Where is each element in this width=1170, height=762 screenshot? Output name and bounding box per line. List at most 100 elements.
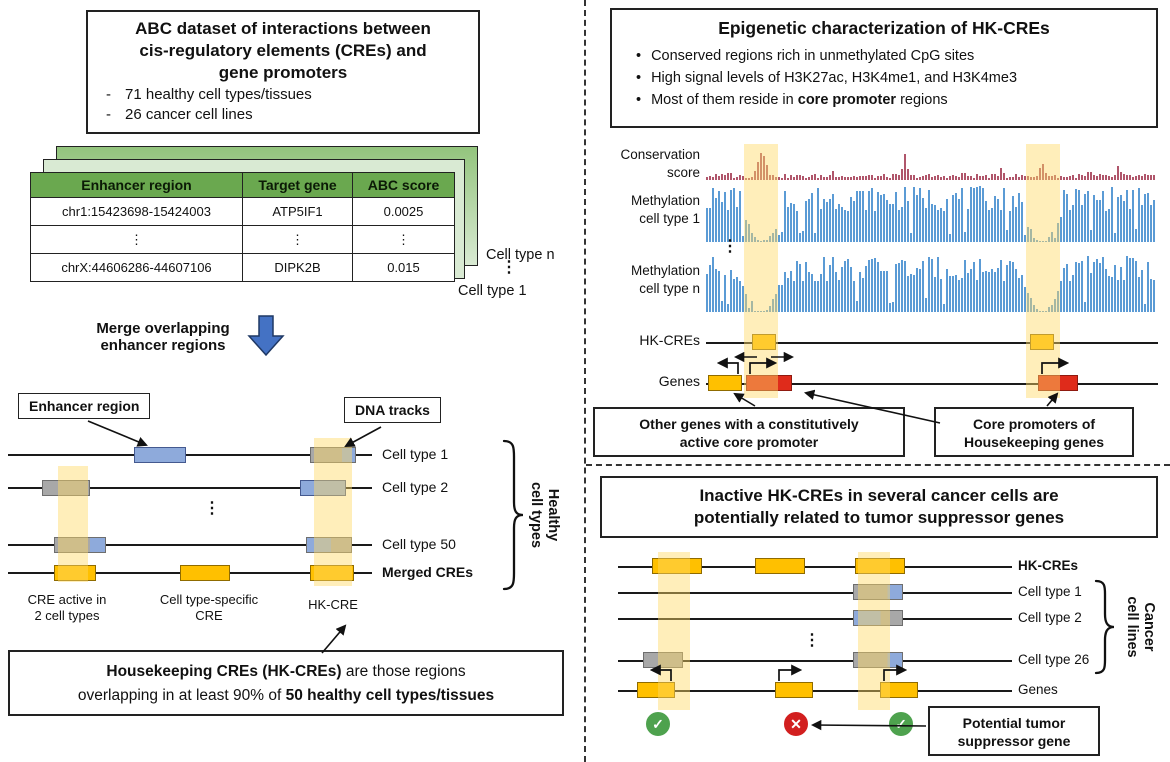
stack-dots: ⋮	[501, 259, 518, 276]
hk-cre-box	[1030, 334, 1054, 350]
methylation-track-n	[706, 256, 1158, 312]
abc-dataset-title: ABC dataset of interactions between cis-…	[88, 18, 478, 83]
row-label-cell-type-50: Cell type 50	[382, 536, 456, 552]
hk-cre-box	[855, 558, 905, 574]
bullet-item: •Conserved regions rich in unmethylated …	[636, 48, 975, 65]
hk-cres-line	[706, 342, 1158, 344]
cancer-cre-box	[853, 584, 903, 600]
hk-cre-box	[755, 558, 805, 574]
table-row: chrX:44606286-44607106 DIPK2B 0.015	[30, 253, 455, 282]
title-line: gene promoters	[218, 62, 348, 82]
dna-tracks-label-box: DNA tracks	[344, 397, 441, 423]
cancer-cre-box	[853, 652, 903, 668]
hk-cre-box	[752, 334, 776, 350]
genes-line	[706, 383, 1158, 385]
conservation-track	[706, 150, 1158, 180]
cell-type-26-line	[618, 660, 1012, 662]
cancer-band-2	[858, 552, 890, 710]
title-line: ABC dataset of interactions between	[135, 19, 431, 38]
merged-cre-box	[54, 565, 96, 581]
hk-cres-line	[618, 566, 1012, 568]
overlap-band-left	[58, 466, 88, 582]
track-line-cell-type-50	[8, 544, 372, 546]
check-icon: ✓	[887, 710, 915, 738]
hk-cre-band-2	[1026, 144, 1060, 398]
cell-type-1-line	[618, 592, 1012, 594]
bullet-item: •Most of them reside in core promoter re…	[636, 92, 948, 109]
cancer-band-1	[658, 552, 690, 710]
gene-box	[775, 682, 813, 698]
other-genes-callout-box: Other genes with a constitutively active…	[593, 407, 905, 457]
caption-hk-cre: HK-CRE	[308, 597, 358, 612]
dna-track-box	[42, 480, 90, 496]
methylation-ellipsis: ⋮	[722, 238, 739, 255]
row-label-cell-type-26: Cell type 26	[1018, 652, 1090, 667]
stack-label-cell-type-1: Cell type 1	[458, 283, 527, 299]
merged-cre-box	[180, 565, 230, 581]
cancer-cre-box	[643, 652, 683, 668]
table-row-ellipsis: ⋮ ⋮ ⋮	[30, 225, 455, 254]
hk-cre-arrow	[321, 624, 347, 654]
dna-track-box	[54, 537, 106, 553]
enhancer-box	[306, 537, 352, 553]
dataset-item-healthy: -71 healthy cell types/tissues	[106, 86, 312, 104]
genes-track-label: Genes	[658, 373, 700, 389]
title-line: cis-regulatory elements (CREs) and	[139, 40, 427, 60]
hk-cre-box	[652, 558, 702, 574]
hk-gene-promoter-box	[746, 375, 792, 391]
row-label-cell-type-2: Cell type 2	[382, 479, 449, 495]
enhancer-box	[134, 447, 186, 463]
abc-table: Enhancer region Target gene ABC score ch…	[30, 172, 455, 282]
dna-track-box	[310, 447, 356, 463]
methylation-track-1	[706, 186, 1158, 242]
cancer-cell-lines-bracket	[1094, 579, 1115, 675]
stack-label-cell-type-n: Cell type n	[486, 247, 555, 263]
check-icon: ✓	[644, 710, 672, 738]
overlap-band-hkcre	[314, 438, 352, 586]
bullet-item: •High signal levels of H3K27ac, H3K4me1,…	[636, 70, 1018, 87]
row-label-merged-cres: Merged CREs	[382, 564, 474, 580]
merge-label: Merge overlapping enhancer regions	[96, 320, 230, 354]
epigenetic-bullets: •Conserved regions rich in unmethylated …	[636, 45, 1156, 111]
dataset-item-cancer: -26 cancer cell lines	[106, 106, 253, 124]
caption-cre-active: CRE active in 2 cell types	[27, 592, 107, 624]
track-line-cell-type-2	[8, 487, 372, 489]
cancer-title-box: Inactive HK-CREs in several cancer cells…	[600, 476, 1158, 538]
cell-type-2-line	[618, 618, 1012, 620]
col-target-gene: Target gene	[242, 172, 353, 198]
gene-box	[637, 682, 675, 698]
vertical-divider	[584, 0, 586, 762]
col-abc-score: ABC score	[352, 172, 455, 198]
enhancer-region-arrow	[87, 420, 148, 447]
track-line-cell-type-1	[8, 454, 372, 456]
cancer-cre-box	[853, 610, 903, 626]
gene-box	[880, 682, 918, 698]
merge-down-arrow	[247, 315, 285, 357]
row-label-hk-cres: HK-CREs	[1018, 558, 1079, 573]
table-row: chr1:15423698-15424003 ATP5IF1 0.0025	[30, 197, 455, 226]
row-label-cell-type-1: Cell type 1	[1018, 584, 1082, 599]
tumor-suppressor-callout-box: Potential tumor suppressor gene	[928, 706, 1100, 756]
horizontal-divider	[586, 464, 1170, 466]
caption-cell-type-specific: Cell type-specific CRE	[159, 592, 259, 624]
enhancer-region-label-box: Enhancer region	[18, 393, 151, 419]
hk-gene-promoter-box	[1038, 375, 1078, 391]
hk-cres-track-label: HK-CREs	[639, 332, 700, 348]
tss-arrow-right	[778, 664, 803, 681]
epigenetic-header-box: Epigenetic characterization of HK-CREs •…	[610, 8, 1158, 128]
col-enhancer-region: Enhancer region	[30, 172, 243, 198]
hk-cre-band-1	[744, 144, 778, 398]
abc-dataset-header-box: ABC dataset of interactions between cis-…	[86, 10, 480, 134]
epigenetic-title: Epigenetic characterization of HK-CREs	[718, 18, 1050, 38]
cross-icon: ✕	[782, 710, 810, 738]
row-label-genes: Genes	[1018, 682, 1058, 697]
tss-arrow-left	[716, 357, 739, 374]
healthy-cell-types-label: Healthy cell types	[528, 481, 561, 549]
hk-cre-box	[310, 565, 354, 581]
row-label-cell-type-1: Cell type 1	[382, 446, 449, 462]
table-header-row: Enhancer region Target gene ABC score	[30, 172, 455, 198]
row-label-cell-type-2: Cell type 2	[1018, 610, 1082, 625]
cancer-cell-lines-label: Cancer cell lines	[1124, 596, 1157, 658]
other-gene-box	[708, 375, 742, 391]
